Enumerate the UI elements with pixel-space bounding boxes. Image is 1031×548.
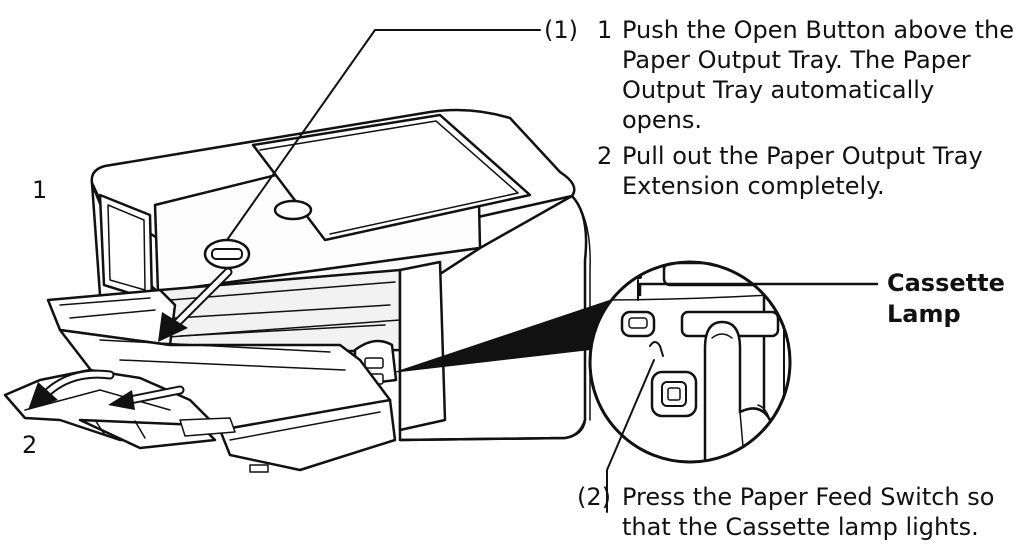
callout-1-step-1-number: 1 — [597, 16, 613, 44]
callout-2-line-1: Press the Paper Feed Switch so — [622, 483, 995, 511]
callout-1-step-1-line-1: Push the Open Button above the — [622, 16, 1014, 44]
callout-2-line-2: that the Cassette lamp lights. — [622, 513, 979, 541]
callout-2-marker: (2) — [577, 483, 611, 511]
callout-1-marker: (1) — [544, 16, 578, 44]
pull-arrow-right — [108, 385, 185, 410]
callout-2-leader — [606, 359, 655, 513]
cassette-lamp-label-line-2: Lamp — [887, 300, 961, 328]
callout-1-step-1-line-4: opens. — [622, 106, 703, 134]
cassette-lamp-leader — [638, 282, 879, 297]
open-button-highlight — [203, 238, 251, 270]
callout-1-step-2-line-2: Extension completely. — [622, 172, 885, 200]
pull-arrow-left — [28, 369, 115, 410]
callout-1-step-2-number: 2 — [597, 142, 613, 170]
detail-zoom — [588, 260, 792, 464]
open-arrow — [158, 267, 233, 342]
callout-1-leader — [226, 29, 541, 241]
callout-1-step-1-line-2: Paper Output Tray. The Paper — [622, 46, 971, 74]
callout-1-step-2-line-1: Pull out the Paper Output Tray — [622, 142, 983, 170]
paper-output-tray — [46, 288, 397, 473]
figure-step-1-label: 1 — [32, 176, 48, 204]
figure-step-2-label: 2 — [22, 431, 38, 459]
callout-1-step-1-line-3: Output Tray automatically — [622, 76, 935, 104]
cassette-lamp-label-line-1: Cassette — [887, 269, 1005, 297]
